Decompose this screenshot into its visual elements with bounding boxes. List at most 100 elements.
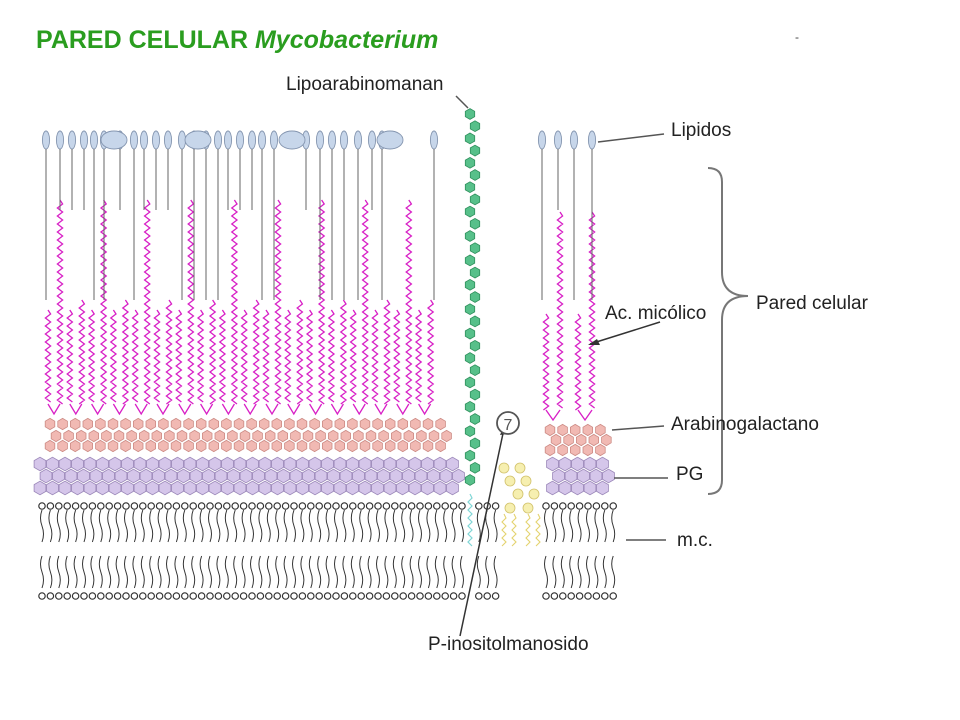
- arabinogalactan-unit: [82, 439, 93, 453]
- membrane-head: [399, 592, 408, 600]
- peptidoglycan-unit: [239, 468, 253, 484]
- mycolic-chain: [371, 309, 379, 403]
- arabinogalactan-unit: [145, 417, 157, 431]
- arabinogalactan-unit: [384, 439, 396, 453]
- arabinogalactan-unit: [557, 423, 568, 437]
- arabinogalactan-unit: [315, 429, 326, 443]
- membrane-tail: [56, 555, 61, 589]
- peptidoglycan-unit: [277, 468, 290, 484]
- peptidoglycan-unit: [189, 468, 203, 484]
- peptidoglycan-unit: [133, 480, 147, 496]
- peptidoglycan-unit: [214, 468, 228, 484]
- arabinogalactan-unit: [170, 417, 182, 431]
- membrane-head: [122, 502, 130, 510]
- lipid-head: [537, 130, 547, 150]
- arabinogalactan-unit: [132, 439, 144, 453]
- membrane-tail: [241, 509, 246, 543]
- membrane-head: [416, 502, 424, 510]
- mycolic-chain: [574, 313, 582, 411]
- membrane-tail: [107, 509, 112, 543]
- peptidoglycan-unit: [146, 480, 159, 496]
- membrane-tail: [317, 509, 322, 543]
- lipid-head: [569, 130, 579, 150]
- membrane-tail: [384, 509, 389, 543]
- lipid-head: [223, 130, 233, 150]
- membrane-tail: [266, 509, 271, 543]
- lipid-head: [235, 130, 245, 150]
- membrane-tail: [149, 555, 154, 589]
- membrane-head: [113, 592, 122, 600]
- membrane-head: [399, 502, 408, 510]
- membrane-tail: [359, 509, 364, 543]
- membrane-head: [332, 592, 340, 600]
- peptidoglycan-unit: [171, 480, 184, 496]
- membrane-tail: [283, 509, 288, 543]
- mycolic-joint: [91, 403, 105, 416]
- membrane-tail: [208, 509, 212, 543]
- peptidoglycan-unit: [333, 456, 347, 472]
- peptidoglycan-unit: [246, 456, 259, 472]
- membrane-tail: [401, 555, 406, 589]
- membrane-tail: [216, 509, 221, 543]
- membrane-head: [231, 502, 240, 510]
- membrane-head: [248, 502, 256, 510]
- membrane-tail: [376, 555, 380, 589]
- membrane-head: [550, 502, 559, 510]
- membrane-tail: [300, 509, 305, 543]
- lam-bead: [469, 193, 481, 206]
- membrane-head: [542, 592, 550, 600]
- membrane-head: [592, 502, 601, 510]
- membrane-head: [348, 592, 357, 600]
- peptidoglycan-unit: [446, 480, 459, 496]
- lipid-head-large: [278, 130, 306, 150]
- membrane-head: [584, 592, 592, 600]
- peptidoglycan-unit: [258, 456, 272, 472]
- membrane-head: [306, 502, 315, 510]
- lam-bead: [464, 376, 476, 389]
- mycolic-chain: [296, 299, 304, 405]
- membrane-tail: [224, 555, 229, 589]
- peptidoglycan-unit: [371, 480, 384, 496]
- mycolic-chain: [393, 309, 401, 403]
- arabinogalactan-unit: [595, 443, 606, 457]
- membrane-tail: [552, 555, 557, 589]
- corner-mark: -: [795, 30, 799, 44]
- membrane-tail: [401, 509, 406, 543]
- membrane-tail: [124, 555, 128, 589]
- membrane-tail: [107, 555, 112, 589]
- peptidoglycan-unit: [283, 456, 297, 472]
- membrane-head: [357, 592, 366, 600]
- peptidoglycan-unit: [183, 480, 197, 496]
- lipid-head: [41, 130, 51, 150]
- lam-bead: [464, 425, 476, 438]
- membrane-head: [172, 502, 181, 510]
- mycolic-chain: [165, 299, 173, 405]
- arabinogalactan-unit: [132, 417, 144, 431]
- marker-7-badge: 7: [496, 411, 520, 435]
- membrane-tail: [166, 555, 170, 589]
- mycolic-joint: [178, 403, 192, 416]
- membrane-head: [71, 592, 80, 600]
- lam-bead: [464, 278, 476, 291]
- lipid-head: [339, 130, 349, 150]
- mycolic-chain: [317, 199, 326, 405]
- peptidoglycan-unit: [252, 468, 265, 484]
- membrane-head: [432, 502, 441, 510]
- peptidoglycan-unit: [208, 480, 222, 496]
- mycolic-joint: [243, 403, 257, 416]
- peptidoglycan-unit: [339, 468, 353, 484]
- arabinogalactan-unit: [107, 439, 119, 453]
- arabinogalactan-unit: [347, 439, 358, 453]
- arabinogalactan-unit: [170, 439, 182, 453]
- arabinogalactan-unit: [428, 429, 440, 443]
- membrane-tail: [308, 509, 313, 543]
- mycolic-chain: [240, 309, 248, 403]
- membrane-head: [315, 592, 324, 600]
- label-ac-micolico: Ac. micólico: [605, 303, 707, 324]
- lam-bead: [469, 315, 481, 328]
- membrane-tail: [233, 555, 238, 589]
- membrane-tail: [149, 509, 154, 543]
- lipid-head: [429, 130, 439, 150]
- membrane-head: [105, 502, 114, 510]
- arabinogalactan-unit: [284, 417, 295, 431]
